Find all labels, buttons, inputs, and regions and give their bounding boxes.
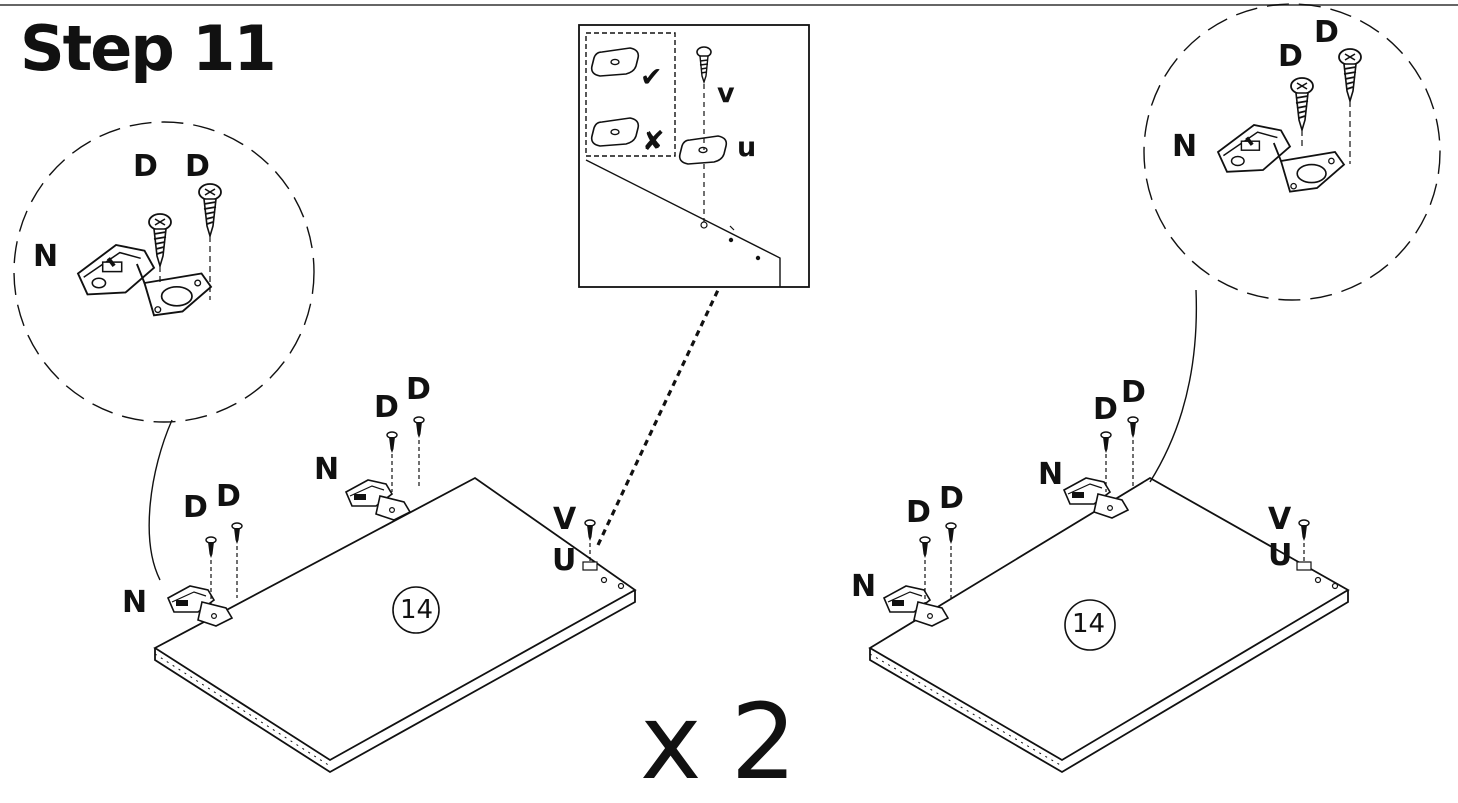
left-detail-circle: [13, 121, 315, 423]
label-hinge-n-left-2: N: [314, 452, 340, 487]
label-screw-d-detail-right-1: D: [1278, 39, 1303, 74]
label-hinge-n-right-1: N: [851, 569, 877, 604]
top-rule: [0, 4, 1458, 6]
label-screw-d-left-3: D: [374, 390, 399, 425]
label-hinge-n-left-1: N: [122, 585, 148, 620]
label-screw-d-right-1: D: [906, 495, 931, 530]
quantity-multiplier: x 2: [640, 681, 797, 803]
step-title: Step 11: [20, 12, 277, 85]
label-plate-u-left: U: [552, 543, 577, 578]
left-panel: [148, 289, 720, 774]
right-detail-circle: [1143, 3, 1441, 301]
right-panel: [868, 289, 1350, 774]
label-screw-v-right: V: [1268, 502, 1292, 537]
label-screw-d-right-4: D: [1121, 375, 1146, 410]
label-plate-u-detail: u: [737, 132, 757, 163]
label-hinge-n-detail-right: N: [1172, 129, 1198, 164]
label-screw-d-right-3: D: [1093, 392, 1118, 427]
panel-number-left: 14: [400, 595, 434, 625]
label-screw-d-left-2: D: [216, 479, 241, 514]
panel-number-right: 14: [1072, 609, 1106, 639]
wrong-cross-icon: ✘: [642, 126, 665, 157]
label-screw-d-detail-left-1: D: [133, 149, 158, 184]
label-screw-d-detail-right-2: D: [1314, 15, 1339, 50]
detail-box: [578, 24, 810, 288]
label-screw-d-right-2: D: [939, 481, 964, 516]
label-screw-d-detail-left-2: D: [185, 149, 210, 184]
label-hinge-n-detail-left: N: [33, 239, 59, 274]
correct-check-icon: ✔: [640, 62, 663, 93]
label-screw-v-left: V: [553, 502, 577, 537]
label-screw-d-left-4: D: [406, 372, 431, 407]
label-hinge-n-right-2: N: [1038, 457, 1064, 492]
label-plate-u-right: U: [1268, 538, 1293, 573]
label-screw-d-left-1: D: [183, 490, 208, 525]
label-screw-v-detail: v: [717, 78, 735, 109]
